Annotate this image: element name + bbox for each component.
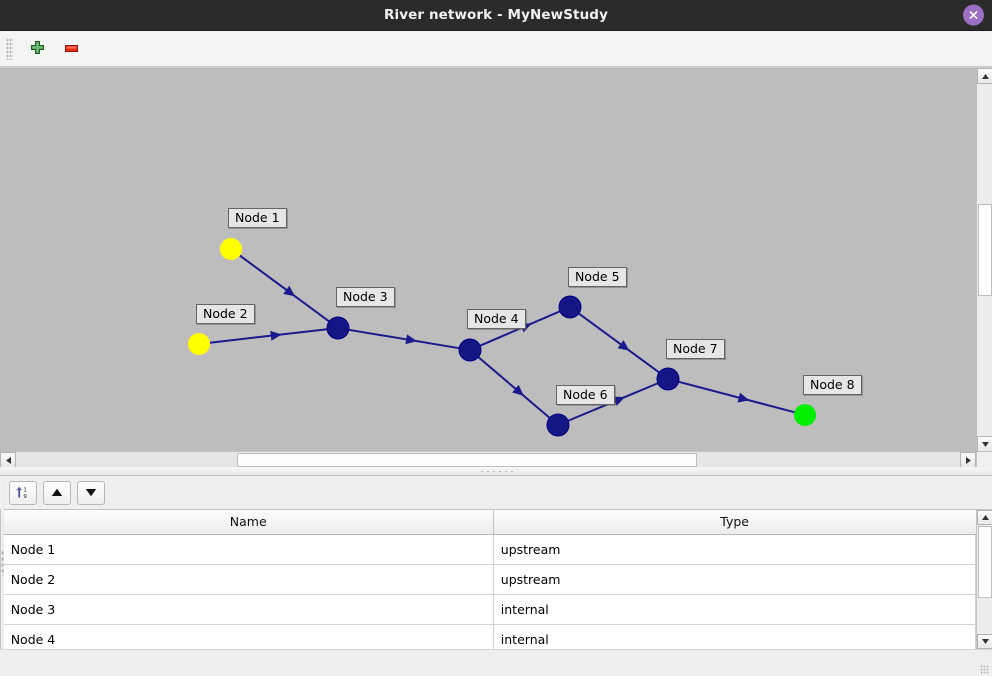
graph-node-node1[interactable] <box>220 238 242 260</box>
vertical-splitter-grip-icon <box>0 549 4 576</box>
edge-node3-to-node4[interactable] <box>348 328 460 350</box>
edge-node5-to-node7[interactable] <box>578 312 660 374</box>
canvas-scroll-right-icon[interactable] <box>960 452 976 467</box>
main-toolbar <box>0 31 992 67</box>
graph-node-node4[interactable] <box>458 338 482 362</box>
horizontal-splitter[interactable] <box>0 467 992 476</box>
canvas-scroll-left-icon[interactable] <box>0 452 16 467</box>
title-bar: River network - MyNewStudy <box>0 0 992 31</box>
edge-direction-arrow-icon <box>283 285 296 297</box>
canvas-vertical-scrollbar[interactable] <box>976 68 992 452</box>
graph-node-node5[interactable] <box>558 295 582 319</box>
nodes-cell-name[interactable]: Node 1 <box>3 534 494 565</box>
canvas-horizontal-scrollbar[interactable] <box>0 451 976 467</box>
graph-node-node8[interactable] <box>794 404 816 426</box>
edge-direction-arrow-icon <box>737 392 750 403</box>
graph-node-label-node8[interactable]: Node 8 <box>803 375 862 395</box>
graph-node-label-node2[interactable]: Node 2 <box>196 304 255 324</box>
nodes-vscroll-thumb[interactable] <box>978 526 992 598</box>
svg-text:9: 9 <box>24 494 28 500</box>
nodes-column-header-type[interactable]: Type <box>493 510 976 535</box>
nodes-scroll-up-icon[interactable] <box>977 510 992 525</box>
toolbar-drag-handle[interactable] <box>6 37 13 60</box>
edge-direction-arrow-icon <box>512 384 524 396</box>
graph-node-label-node5[interactable]: Node 5 <box>568 267 627 287</box>
nodes-column-header-name[interactable]: Name <box>3 510 494 535</box>
nodes-cell-type[interactable]: upstream <box>493 564 977 595</box>
edge-direction-arrow-icon <box>270 330 282 341</box>
network-graph[interactable] <box>0 68 976 452</box>
nodes-cell-name[interactable]: Node 2 <box>3 564 494 595</box>
edge-node1-to-node3[interactable] <box>239 254 330 323</box>
edge-node7-to-node8[interactable] <box>678 380 795 414</box>
nodes-move-down-icon[interactable] <box>76 480 105 505</box>
close-icon[interactable] <box>963 4 984 26</box>
status-bar <box>0 649 992 676</box>
canvas-hscroll-track-left[interactable] <box>16 452 237 467</box>
graph-node-node6[interactable] <box>546 413 570 437</box>
graph-node-node3[interactable] <box>326 316 350 340</box>
nodes-cell-name[interactable]: Node 4 <box>3 624 494 649</box>
graph-node-label-node4[interactable]: Node 4 <box>467 309 526 329</box>
canvas-scroll-down-icon[interactable] <box>977 436 992 452</box>
river-network-canvas[interactable]: Node 1 Node 2 Node 3 Node 4 Node 5 Node 6 Node… <box>0 67 992 467</box>
nodes-scroll-down-icon[interactable] <box>977 634 992 649</box>
svg-text:1: 1 <box>24 488 27 494</box>
graph-node-label-node6[interactable]: Node 6 <box>556 385 615 405</box>
graph-node-label-node3[interactable]: Node 3 <box>336 287 395 307</box>
edge-node2-to-node3[interactable] <box>209 328 328 344</box>
nodes-layer <box>188 238 816 437</box>
edge-direction-arrow-icon <box>617 340 630 351</box>
reaches-vertical-scrollbar[interactable] <box>0 510 1 649</box>
nodes-cell-name[interactable]: Node 3 <box>3 594 494 625</box>
vertical-splitter[interactable] <box>0 476 4 649</box>
edge-node4-to-node6[interactable] <box>477 356 551 419</box>
canvas-hscroll-thumb[interactable] <box>237 453 697 467</box>
graph-node-label-node7[interactable]: Node 7 <box>666 339 725 359</box>
add-node-icon[interactable] <box>25 37 49 61</box>
nodes-cell-type[interactable]: internal <box>493 624 977 649</box>
canvas-vscroll-thumb[interactable] <box>978 204 992 296</box>
edges-layer <box>209 254 795 422</box>
edge-direction-arrow-icon <box>405 334 418 345</box>
window-title: River network - MyNewStudy <box>384 7 608 23</box>
canvas-scroll-corner <box>976 451 992 467</box>
nodes-move-up-icon[interactable] <box>42 480 71 505</box>
nodes-sort-icon[interactable]: 1 9 <box>8 480 37 505</box>
splitter-grip-icon <box>479 469 513 473</box>
canvas-scroll-up-icon[interactable] <box>977 68 992 84</box>
remove-node-icon[interactable] <box>59 37 83 61</box>
nodes-cell-type[interactable]: upstream <box>493 534 977 565</box>
resize-grip-icon[interactable] <box>980 665 989 674</box>
edge-direction-arrow-icon <box>612 396 625 406</box>
canvas-hscroll-track-right[interactable] <box>697 452 960 467</box>
nodes-toolbar: 1 9 <box>3 476 992 509</box>
nodes-vertical-scrollbar[interactable] <box>976 510 992 649</box>
graph-node-node2[interactable] <box>188 333 210 355</box>
graph-node-node7[interactable] <box>656 367 680 391</box>
nodes-cell-type[interactable]: internal <box>493 594 977 625</box>
graph-node-label-node1[interactable]: Node 1 <box>228 208 287 228</box>
